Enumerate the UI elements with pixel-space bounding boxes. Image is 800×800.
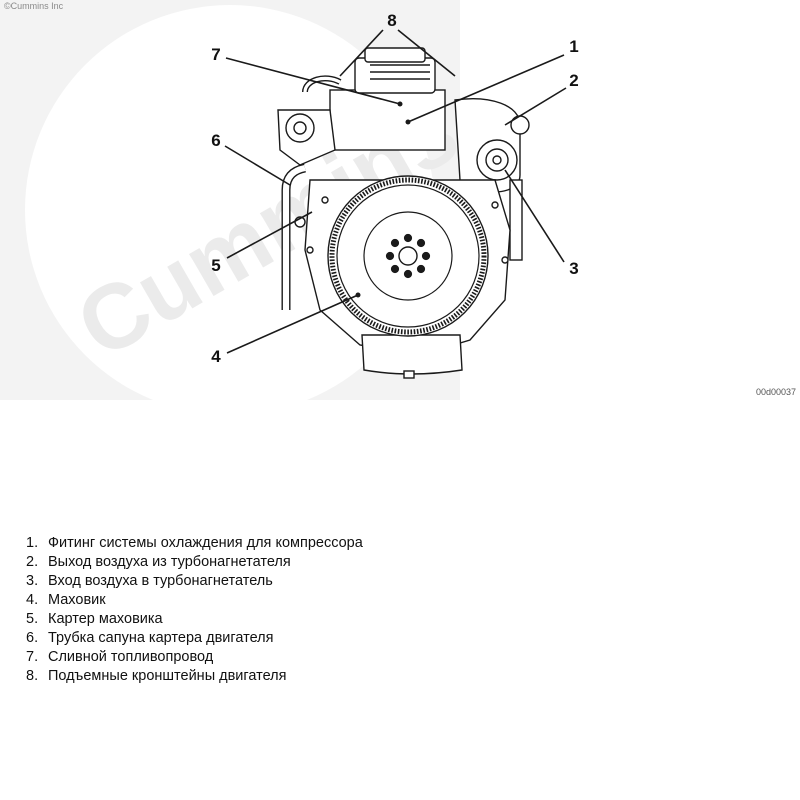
legend-label: Фитинг системы охлаждения для компрессор… xyxy=(48,535,363,551)
leader-lines xyxy=(224,29,567,354)
callout-5: 5 xyxy=(211,256,221,275)
legend-item: 2.Выход воздуха из турбонагнетателя xyxy=(26,554,291,570)
legend-item: 5.Картер маховика xyxy=(26,611,163,627)
legend-item: 1.Фитинг системы охлаждения для компресс… xyxy=(26,535,363,551)
legend-label: Подъемные кронштейны двигателя xyxy=(48,668,287,684)
callout-1: 1 xyxy=(569,37,579,56)
leader-dots xyxy=(355,101,411,298)
callout-4: 4 xyxy=(211,347,221,366)
callout-7: 7 xyxy=(211,45,221,64)
legend-item: 6.Трубка сапуна картера двигателя xyxy=(26,630,274,646)
legend-item: 8.Подъемные кронштейны двигателя xyxy=(26,668,287,684)
callout-2: 2 xyxy=(569,71,579,90)
engine-diagram: Cummins xyxy=(0,0,796,400)
callout-6: 6 xyxy=(211,131,221,150)
legend-label: Вход воздуха в турбонагнетатель xyxy=(48,573,273,589)
legend-label: Сливной топливопровод xyxy=(48,649,214,665)
legend-item: 3.Вход воздуха в турбонагнетатель xyxy=(26,573,273,589)
legend-label: Маховик xyxy=(48,592,106,608)
figure-id: 00d00037 xyxy=(755,387,796,397)
legend-list: 1.Фитинг системы охлаждения для компресс… xyxy=(26,534,363,686)
callout-8: 8 xyxy=(387,11,397,30)
legend-item: 7.Сливной топливопровод xyxy=(26,649,214,665)
flywheel xyxy=(327,175,489,337)
copyright-text: ©Cummins Inc xyxy=(4,1,64,11)
engine-illustration: Cummins xyxy=(0,0,567,400)
legend-label: Трубка сапуна картера двигателя xyxy=(48,630,274,646)
callout-3: 3 xyxy=(569,259,579,278)
legend-item: 4.Маховик xyxy=(26,592,106,608)
legend-label: Картер маховика xyxy=(48,611,163,627)
legend-label: Выход воздуха из турбонагнетателя xyxy=(48,554,291,570)
